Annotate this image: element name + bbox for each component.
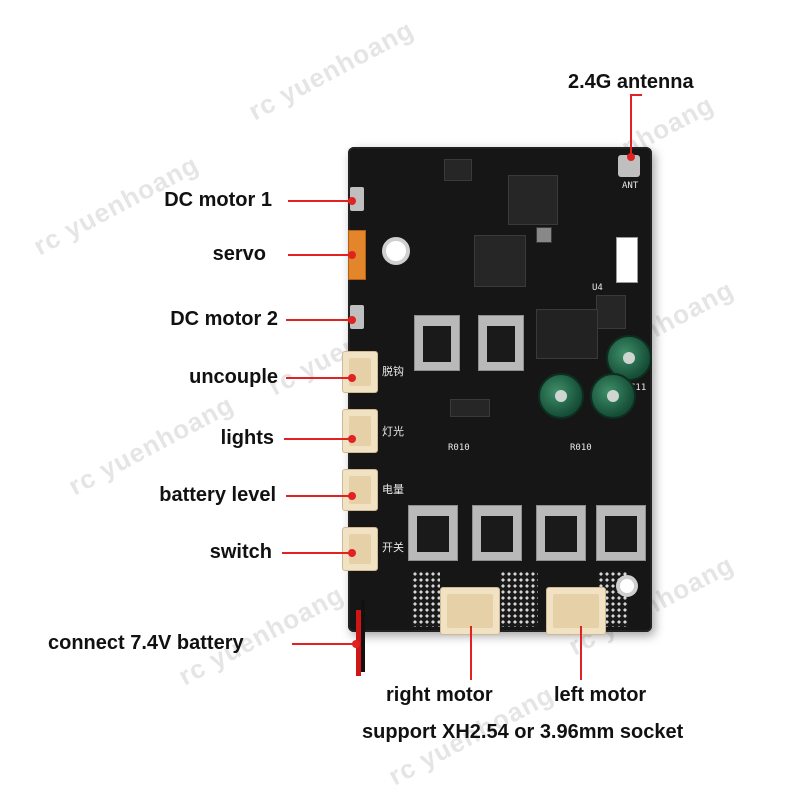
tuogou-silk: 脱钩 (382, 365, 404, 378)
dc-motor-1-label: DC motor 1 (164, 189, 272, 211)
servo-label: servo (212, 243, 266, 265)
right-motor-label: right motor (386, 684, 493, 706)
left-motor-label: left motor (554, 684, 647, 706)
battery-level-dot (348, 492, 356, 500)
lights-dot (348, 435, 356, 443)
capacitor-3 (590, 373, 636, 419)
right-motor-connector (440, 587, 500, 635)
ant-silk: ANT (622, 181, 639, 191)
antenna-line-h (630, 94, 642, 96)
chip-small (536, 227, 552, 243)
switch-label: switch (209, 541, 272, 563)
dc-motor-1-line (288, 200, 352, 202)
switch-dot (348, 549, 356, 557)
kaiguan-silk: 开关 (382, 541, 404, 554)
uncouple-label: uncouple (189, 366, 278, 388)
servo-line (288, 254, 352, 256)
dc-motor-1-dot (348, 197, 356, 205)
chip-u7 (508, 175, 558, 225)
lights-line (284, 438, 352, 440)
left-motor-connector (546, 587, 606, 635)
dc-motor-2-line (286, 319, 352, 321)
chip-right-upper (616, 237, 638, 283)
mounting-hole-top (382, 237, 410, 265)
resistor-array (536, 309, 598, 359)
lights-connector (342, 409, 378, 453)
dianliang-silk: 电量 (382, 483, 404, 496)
antenna-label: 2.4G antenna (568, 71, 694, 93)
proto-grid-mid (500, 571, 538, 627)
left-motor-line (580, 626, 582, 680)
r010-silk-a: R010 (448, 443, 470, 453)
battery-dot (352, 640, 360, 648)
mcu-chip (474, 235, 526, 287)
shunt-resistor (450, 399, 490, 417)
mosfet-lower-4 (596, 505, 646, 561)
mosfet-lower-2 (472, 505, 522, 561)
battery-level-label: battery level (159, 484, 276, 506)
capacitor-2 (538, 373, 584, 419)
r010-silk-b: R010 (570, 443, 592, 453)
proto-grid-left (412, 571, 440, 627)
battery-level-line (286, 495, 352, 497)
c11-silk: C11 (630, 383, 647, 393)
socket-note: support XH2.54 or 3.96mm socket (362, 721, 684, 743)
mosfet-lower-1 (408, 505, 458, 561)
controller-board: ANT U4 C11 R010 R010 脱钩 灯光 电量 开关 (342, 147, 652, 635)
antenna-dot (627, 153, 635, 161)
battery-level-connector (342, 469, 378, 511)
antenna-line-v (630, 94, 632, 158)
uncouple-line (286, 377, 352, 379)
dc-motor-2-dot (348, 316, 356, 324)
servo-dot (348, 251, 356, 259)
chip-u6 (444, 159, 472, 181)
mosfet-upper-2 (478, 315, 524, 371)
dc-motor-1-pads (350, 187, 364, 211)
battery-label: connect 7.4V battery (48, 632, 244, 654)
uncouple-connector (342, 351, 378, 393)
dc-motor-2-label: DC motor 2 (170, 308, 278, 330)
battery-line (292, 643, 356, 645)
chip-u4 (596, 295, 626, 329)
switch-line (282, 552, 352, 554)
battery-wire-black (361, 600, 365, 672)
dengguang-silk: 灯光 (382, 425, 404, 438)
mounting-hole-bottom (616, 575, 638, 597)
right-motor-line (470, 626, 472, 680)
u4-silk: U4 (592, 283, 603, 293)
switch-connector (342, 527, 378, 571)
watermark: rc yuenhoang (243, 13, 419, 127)
uncouple-dot (348, 374, 356, 382)
antenna-connector (618, 155, 640, 177)
lights-label: lights (220, 427, 274, 449)
mosfet-lower-3 (536, 505, 586, 561)
mosfet-upper-1 (414, 315, 460, 371)
